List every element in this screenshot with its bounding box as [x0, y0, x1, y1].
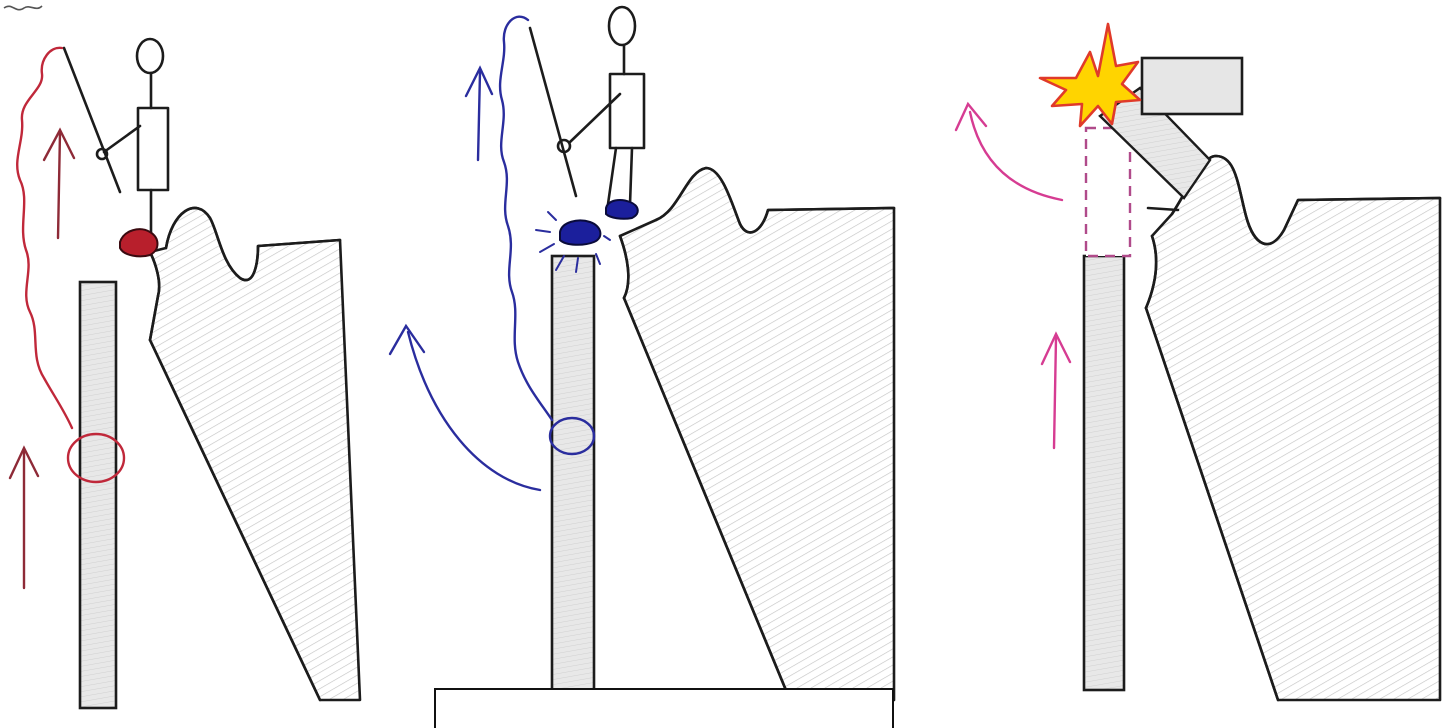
- caption-box: [434, 688, 894, 728]
- up-arrow-icon: [10, 448, 38, 588]
- blue-glove-icon: [560, 220, 600, 244]
- panel-1-bone: [80, 282, 116, 708]
- panel-3-bone: [1084, 256, 1124, 690]
- panel-1: [10, 39, 360, 708]
- diagram-canvas: [0, 0, 1449, 713]
- up-arrow-icon: [1042, 334, 1070, 448]
- block-icon: [1142, 58, 1242, 114]
- panel-1-shaded-mass: [150, 208, 360, 700]
- curved-arrow-icon: [390, 326, 540, 490]
- up-arrow-icon: [466, 68, 492, 160]
- dashed-outline-icon: [1086, 128, 1130, 256]
- curved-arrow-icon: [956, 104, 1062, 200]
- blue-glove-icon: [606, 200, 638, 219]
- panel-3: [956, 24, 1440, 700]
- corner-squiggle: [4, 6, 42, 10]
- panel-2-bone: [552, 256, 594, 692]
- stick-figure-icon: [530, 7, 644, 204]
- panel-2: [390, 7, 894, 700]
- panel-3-shaded-mass: [1146, 156, 1440, 700]
- red-glove-icon: [120, 229, 158, 256]
- stick-figure-icon: [64, 39, 168, 232]
- panel-1-wavy-line: [17, 48, 72, 428]
- up-arrow-icon: [44, 130, 74, 238]
